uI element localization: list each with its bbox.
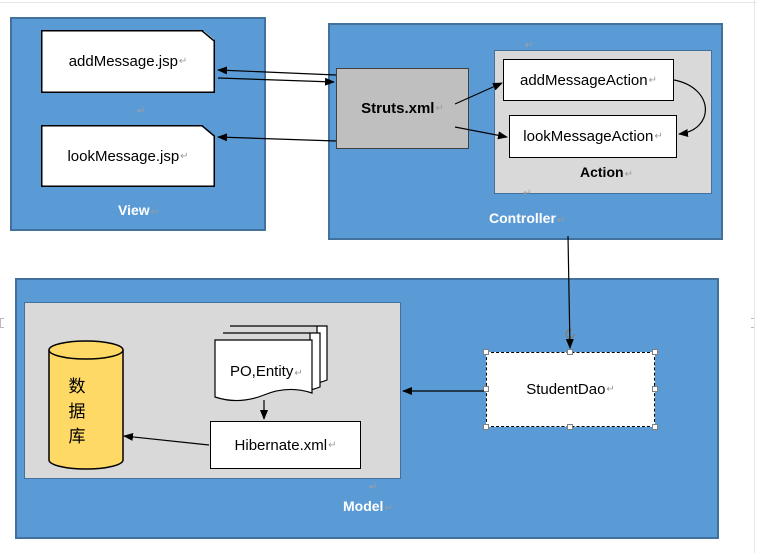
look-message-jsp-border [41, 125, 215, 187]
struts-xml-label: Struts.xml [361, 100, 435, 117]
add-message-jsp-label: addMessage.jsp [68, 53, 178, 70]
resize-handle-n[interactable] [567, 349, 573, 355]
paragraph-mark: ↵ [328, 439, 337, 451]
view-label: View↵ [118, 202, 160, 218]
page-edge-line [754, 0, 755, 553]
resize-handle-w[interactable] [483, 386, 489, 392]
paragraph-mark: ↵ [137, 106, 146, 117]
paragraph-mark: ↵ [606, 384, 615, 395]
controller-label: Controller↵ [489, 210, 566, 226]
add-message-action-label: addMessageAction [520, 71, 648, 89]
paragraph-mark: ↵ [525, 40, 534, 51]
add-message-action[interactable]: addMessageAction↵ [503, 59, 674, 101]
look-message-jsp-label: lookMessage.jsp [67, 147, 180, 165]
page-edge-mark-left [0, 318, 4, 328]
hibernate-xml[interactable]: Hibernate.xml↵ [210, 421, 361, 469]
resize-handle-ne[interactable] [652, 349, 658, 355]
paragraph-mark: ↵ [654, 131, 663, 142]
po-entity-text: PO,Entity↵ [230, 363, 303, 380]
paragraph-mark: ↵ [180, 150, 189, 162]
database-label-3: 库 [68, 427, 86, 446]
paragraph-mark: ↵ [523, 188, 532, 199]
paragraph-mark: ↵ [178, 56, 188, 67]
student-dao-box[interactable]: StudentDao↵ [486, 352, 655, 427]
rotate-handle-icon[interactable] [563, 327, 577, 341]
resize-handle-nw[interactable] [483, 349, 489, 355]
struts-xml-box[interactable]: Struts.xml↵ [336, 68, 469, 149]
resize-handle-s[interactable] [567, 424, 573, 430]
student-dao-label: StudentDao [526, 381, 606, 398]
paragraph-mark: ↵ [648, 74, 657, 86]
po-entity-label: PO,Entity [230, 363, 294, 380]
po-entity-document[interactable] [214, 325, 328, 405]
database-label-1: 数 [68, 377, 86, 396]
database-label-2: 据 [68, 402, 86, 421]
look-message-action-label: lookMessageAction [523, 128, 654, 145]
hibernate-xml-label: Hibernate.xml [234, 436, 328, 454]
page-edge-line-top [0, 2, 757, 3]
paragraph-mark: ↵ [369, 482, 378, 493]
resize-handle-e[interactable] [652, 386, 658, 392]
action-label: Action↵ [580, 164, 633, 180]
model-label: Model↵ [343, 498, 393, 514]
look-message-action[interactable]: lookMessageAction↵ [509, 115, 677, 158]
look-message-jsp-text: lookMessage.jsp↵ [41, 125, 215, 187]
add-message-jsp-border [41, 30, 215, 93]
resize-handle-se[interactable] [652, 424, 658, 430]
paragraph-mark: ↵ [435, 103, 444, 114]
add-message-jsp[interactable]: addMessage.jsp↵ [41, 30, 215, 93]
database-cylinder [48, 340, 124, 470]
resize-handle-sw[interactable] [483, 424, 489, 430]
paragraph-mark: ↵ [294, 368, 303, 379]
